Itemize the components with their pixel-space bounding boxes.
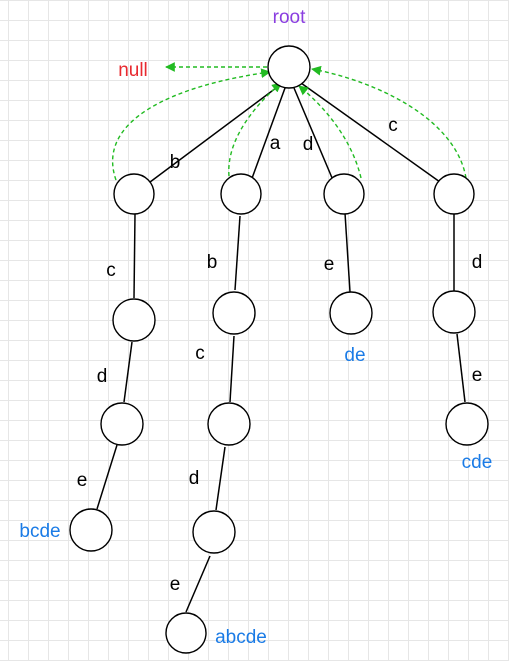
edge-label-root-d: d [303,134,314,155]
fail-link-d-root [298,85,362,179]
word-label-abcde: abcde [215,627,267,648]
node-d [323,173,365,215]
node-abcd [192,510,236,554]
fail-link-b-root [111,68,271,181]
edge-root-c [300,82,448,188]
edge-label-abc-d: d [189,468,200,489]
node-bcd [100,402,144,446]
edge-label-bcd-e: e [77,470,88,491]
node-cde [445,402,489,446]
node-b [113,173,155,215]
edge-root-d [293,87,339,193]
edge-ab-c [229,335,235,403]
edge-bc-d [123,341,133,403]
edge-label-root-c: c [388,115,398,136]
word-label-cde: cde [462,452,493,473]
edge-label-root-a: a [270,133,281,154]
edge-labels: b a d c c d e b c d e e d e [77,115,483,595]
edge-label-abcd-e: e [170,574,181,595]
edge-cd-e [456,333,466,403]
edge-root-a [246,87,286,193]
edge-label-cd-e: e [472,365,483,386]
trie-nodes [69,45,489,654]
fail-link-a-root [228,82,282,177]
word-labels: bcde abcde de cde [19,345,492,648]
node-de [329,291,373,335]
word-label-bcde: bcde [19,521,60,542]
node-cd [432,290,476,334]
edge-b-c [133,213,136,299]
edge-root-b [133,84,281,195]
node-abc [207,402,251,446]
node-a [220,173,262,215]
word-label-de: de [344,345,365,366]
edge-label-root-b: b [170,152,181,173]
null-label: null [118,60,148,81]
node-bcde [69,508,113,552]
root-label: root [273,7,306,28]
edge-d-e [344,212,351,293]
failure-links [111,62,467,181]
node-abcde [165,612,207,654]
edge-label-b-c: c [106,260,116,281]
edge-label-a-b: b [207,252,218,273]
edge-label-ab-c: c [195,343,205,364]
tree-edges [96,82,466,613]
edge-label-c-d: d [472,252,483,273]
node-root [267,45,311,89]
edge-label-bc-d: d [97,366,108,387]
node-c [433,173,475,215]
node-ab [212,291,256,335]
edge-label-d-e: e [324,254,335,275]
edge-abc-d [215,446,226,511]
node-bc [112,298,156,342]
fail-link-c-root [311,65,467,179]
edge-bcd-e [96,444,118,510]
edge-abcd-e [185,555,211,613]
edge-a-b [234,215,241,291]
